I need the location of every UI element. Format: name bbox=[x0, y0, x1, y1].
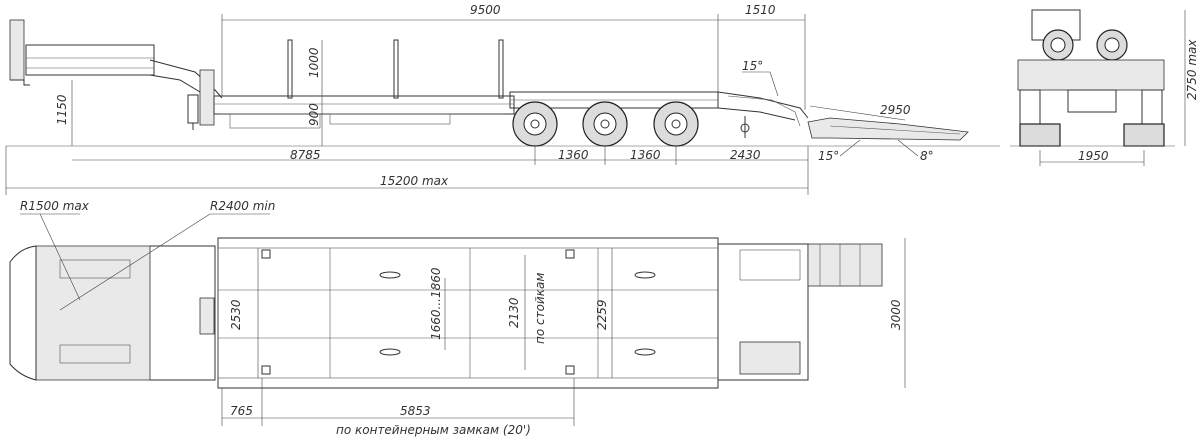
dim-1660-1860: 1660...1860 bbox=[429, 267, 443, 340]
dim-5853: 5853 bbox=[400, 404, 431, 418]
gooseneck-top bbox=[35, 245, 151, 381]
rear-wheels-left bbox=[1019, 123, 1061, 147]
dim-2130: 2130 bbox=[507, 297, 521, 328]
dim-2259: 2259 bbox=[595, 299, 609, 330]
top-view: R1500 max R2400 min 2530 1660...1860 213… bbox=[9, 199, 906, 437]
dim-2750-max: 2750 max bbox=[1185, 39, 1199, 100]
dim-3000: 3000 bbox=[889, 299, 903, 330]
stake-1 bbox=[287, 39, 293, 99]
rear-view: 2750 max 1950 bbox=[1010, 9, 1199, 166]
dim-765: 765 bbox=[230, 404, 253, 418]
dim-1360-a: 1360 bbox=[558, 148, 589, 162]
stake-3 bbox=[498, 39, 504, 99]
dim-1150: 1150 bbox=[55, 94, 69, 125]
dim-2950: 2950 bbox=[880, 103, 911, 117]
dim-angle-15-top: 15° bbox=[742, 59, 763, 73]
wheel-2 bbox=[582, 101, 628, 147]
wheel-3 bbox=[653, 101, 699, 147]
dim-1510: 1510 bbox=[745, 3, 776, 17]
dim-angle-8: 8° bbox=[920, 149, 934, 163]
kingpin-plate bbox=[199, 297, 215, 335]
wheel-1 bbox=[512, 101, 558, 147]
dim-9500: 9500 bbox=[470, 3, 501, 17]
dim-r1500-max: R1500 max bbox=[20, 199, 90, 213]
neck-support bbox=[199, 69, 215, 126]
ramp-top-left bbox=[807, 243, 883, 287]
dim-1360-b: 1360 bbox=[630, 148, 661, 162]
dim-label-container-locks: по контейнерным замкам (20') bbox=[336, 423, 531, 437]
dim-angle-15-bottom: 15° bbox=[818, 149, 839, 163]
rear-ramp bbox=[807, 117, 969, 141]
rear-wheels-right bbox=[1123, 123, 1165, 147]
dim-label-po-stoykam: по стойкам bbox=[533, 273, 547, 344]
dim-15200-max: 15200 max bbox=[380, 174, 449, 188]
dim-1000: 1000 bbox=[307, 47, 321, 78]
main-deck-top bbox=[217, 237, 719, 389]
dim-900: 900 bbox=[307, 103, 321, 126]
front-headboard bbox=[9, 19, 25, 81]
dim-1950: 1950 bbox=[1078, 149, 1109, 163]
side-view: 9500 1510 15° 1000 900 1150 8785 1360 13… bbox=[5, 3, 1000, 195]
dim-r2400-min: R2400 min bbox=[210, 199, 275, 213]
main-deck-frame bbox=[213, 95, 515, 115]
gooseneck-platform bbox=[25, 44, 155, 76]
dim-2530: 2530 bbox=[229, 299, 243, 330]
dim-8785: 8785 bbox=[290, 148, 321, 162]
stake-2 bbox=[393, 39, 399, 99]
dim-2430: 2430 bbox=[730, 148, 761, 162]
